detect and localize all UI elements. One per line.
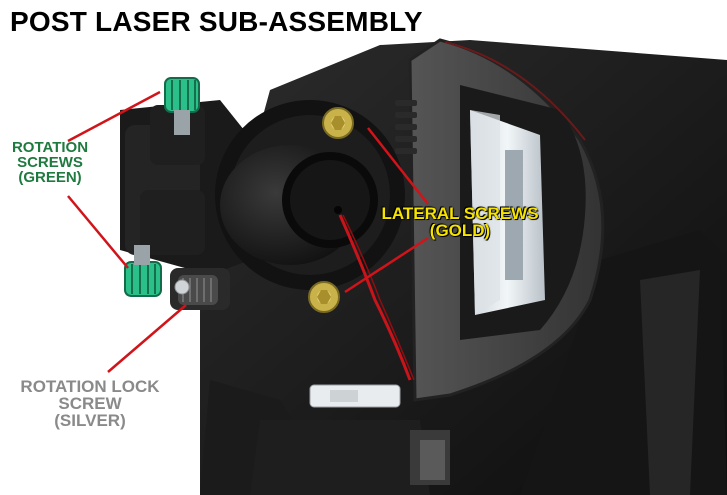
page-title: POST LASER SUB-ASSEMBLY (10, 6, 423, 37)
lateral-screws-line1: LATERAL SCREWS (381, 204, 539, 223)
rotation-lock-line1: ROTATION LOCK (20, 377, 160, 396)
rotation-screws-line3: (GREEN) (18, 169, 82, 186)
gold-screw-bottom (308, 281, 340, 313)
lateral-screws-label: LATERAL SCREWS (GOLD) (370, 205, 550, 239)
rotation-screws-label: ROTATION SCREWS (GREEN) (4, 140, 96, 185)
pointer-lines (67, 90, 429, 373)
green-screw-bottom (124, 245, 162, 297)
rotation-lock-screw-label: ROTATION LOCK SCREW (SILVER) (0, 378, 180, 429)
rotation-screws-line2: SCREWS (17, 154, 83, 171)
lateral-screws-line2: (GOLD) (429, 221, 491, 240)
rotation-lock-line2: SCREW (58, 394, 122, 413)
rotation-screws-line1: ROTATION (11, 139, 89, 156)
rotation-lock-line3: (SILVER) (54, 411, 126, 430)
silver-lock-screw (170, 268, 230, 310)
gold-screw-top (322, 107, 354, 139)
green-screw-top (164, 77, 200, 135)
